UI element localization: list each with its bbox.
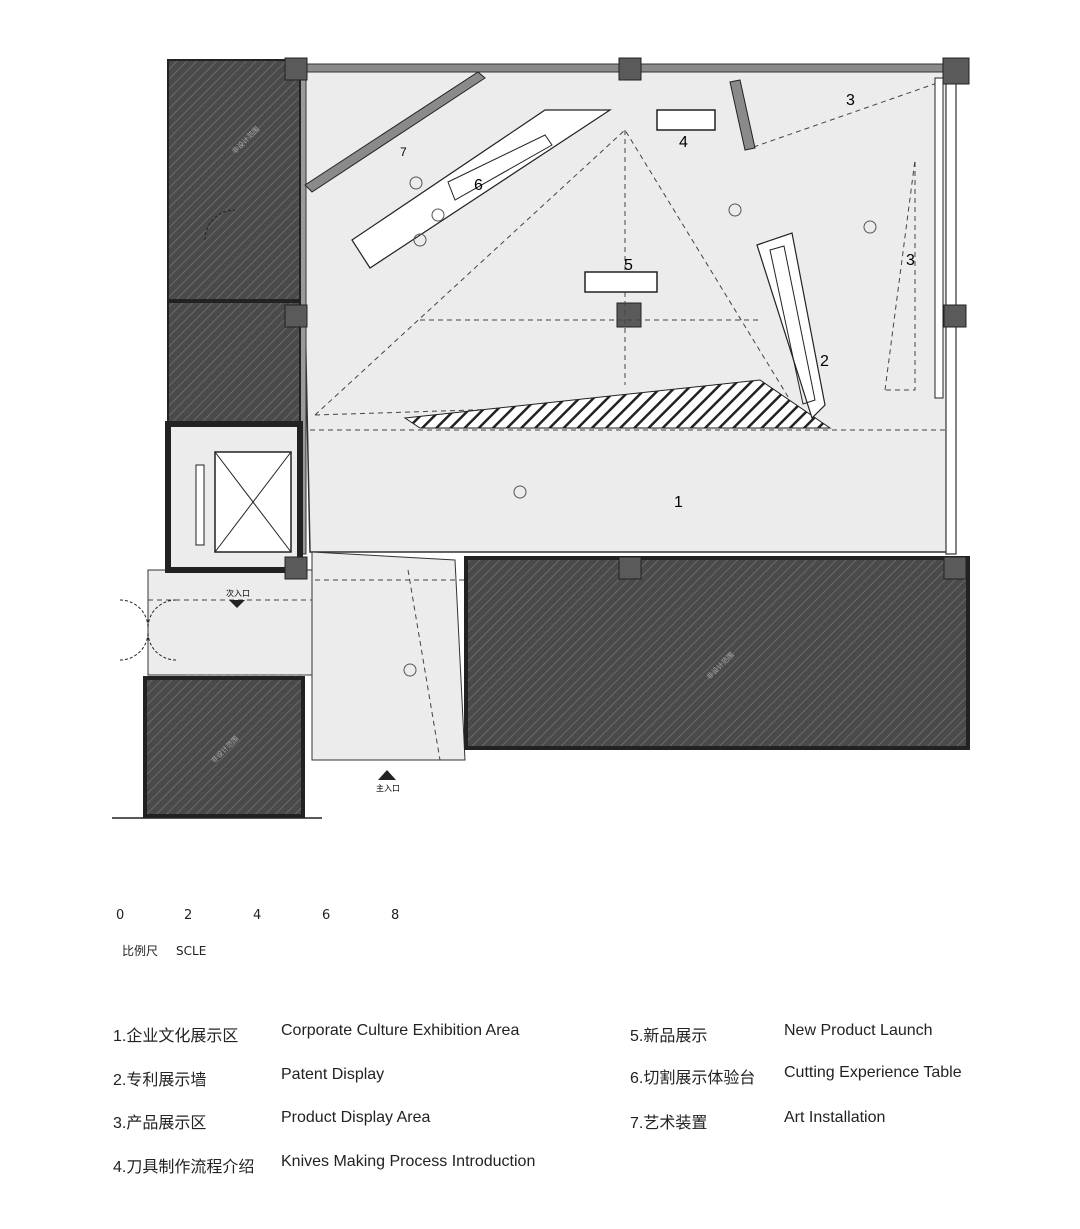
product-wall-north <box>729 79 756 151</box>
zone-label-5: 5 <box>624 257 633 274</box>
legend-cn: 4.刀具制作流程介绍 <box>113 1159 255 1176</box>
main-entrance-label: 主入口 <box>376 783 400 793</box>
legend-en: New Product Launch <box>784 1022 933 1039</box>
cutting-table <box>351 109 613 269</box>
column <box>943 304 967 328</box>
elevator-panel <box>195 464 205 546</box>
zone-label-3-east: 3 <box>906 252 915 269</box>
art-installation-wall <box>304 71 486 193</box>
column <box>943 556 967 580</box>
column <box>284 556 308 580</box>
zone-label-1: 1 <box>674 494 683 511</box>
scale-tick-8: 8 <box>391 908 400 923</box>
scale-tick-4: 4 <box>253 908 262 923</box>
door-swing <box>119 599 149 629</box>
legend-en: Product Display Area <box>281 1109 431 1126</box>
scale-tick-0: 0 <box>116 908 125 923</box>
zone-label-4: 4 <box>679 134 688 151</box>
column <box>284 304 308 328</box>
zone-label-6: 6 <box>474 177 483 194</box>
column <box>284 57 308 81</box>
scale-caption: 比例尺 SCLE <box>122 942 224 959</box>
door-swing <box>147 599 177 629</box>
door-swing <box>147 631 177 661</box>
legend-en: Knives Making Process Introduction <box>281 1153 536 1170</box>
scale-caption-en: SCLE <box>176 944 207 958</box>
service-room-north <box>167 59 301 301</box>
zone-label-3-north: 3 <box>846 92 855 109</box>
legend-en: Cutting Experience Table <box>784 1064 962 1081</box>
floor-plan: 1 2 3 3 4 5 6 7 次入口 主入口 非设计范围 非设计范围 非设计范… <box>112 57 970 819</box>
door-swing <box>204 209 236 241</box>
legend-en: Patent Display <box>281 1066 385 1083</box>
column <box>616 302 642 328</box>
legend-cn: 6.切割展示体验台 <box>630 1070 756 1087</box>
service-room-south <box>143 676 305 818</box>
scale-tick-6: 6 <box>322 908 331 923</box>
new-product-plinth <box>584 271 658 293</box>
product-wall-east <box>934 77 944 399</box>
column <box>618 57 642 81</box>
process-display <box>656 109 716 131</box>
scale-caption-cn: 比例尺 <box>122 944 159 958</box>
patent-ramp <box>403 379 832 429</box>
zone-label-7: 7 <box>400 145 407 159</box>
cutting-table-top <box>447 134 553 201</box>
legend-en: Corporate Culture Exhibition Area <box>281 1022 520 1039</box>
legend-cn: 5.新品展示 <box>630 1028 708 1045</box>
elevator-cross-b <box>214 451 292 553</box>
legend-cn: 7.艺术装置 <box>630 1115 708 1132</box>
column <box>942 57 970 85</box>
patent-display-inner <box>769 245 816 405</box>
scale-tick-2: 2 <box>184 908 193 923</box>
stair-room <box>167 301 301 425</box>
entry-corridor-floor <box>147 551 466 761</box>
column <box>618 556 642 580</box>
legend-cn: 1.企业文化展示区 <box>113 1028 239 1045</box>
person-figure <box>403 176 877 677</box>
zone-label-2: 2 <box>820 353 829 370</box>
main-entrance-arrow <box>378 770 396 780</box>
service-room-east <box>464 556 970 750</box>
secondary-entrance-arrow <box>229 600 245 608</box>
secondary-entrance-label: 次入口 <box>226 588 250 598</box>
legend-cn: 3.产品展示区 <box>113 1115 207 1132</box>
legend-en: Art Installation <box>784 1109 886 1126</box>
legend-cn: 2.专利展示墙 <box>113 1072 207 1089</box>
door-swing <box>119 631 149 661</box>
